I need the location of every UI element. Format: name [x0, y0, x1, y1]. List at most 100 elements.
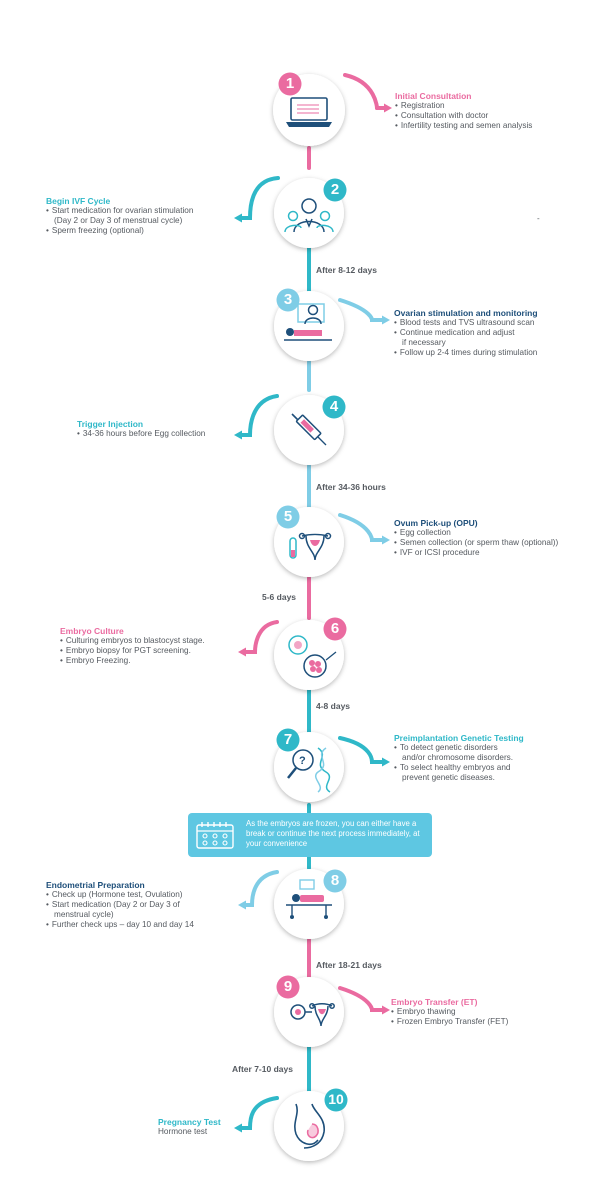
step-5-number: 5: [283, 508, 293, 525]
list-item: Registration: [395, 101, 532, 111]
frozen-embryo-note: As the embryos are frozen, you can eithe…: [188, 813, 432, 857]
step-5-circle: [274, 505, 344, 577]
step-1-circle: [273, 72, 345, 146]
arrow-icon: [384, 103, 392, 113]
step-9-circle: [274, 975, 344, 1047]
list-item: Infertility testing and semen analysis: [395, 121, 533, 131]
step-7-number: 7: [283, 731, 293, 748]
step-8-number: 8: [330, 872, 340, 889]
arrow-icon: [234, 213, 242, 223]
list-item: IVF or ICSI procedure: [394, 548, 558, 558]
step-8-title: Endometrial Preparation: [46, 880, 145, 890]
timing-label: 4-8 days: [316, 701, 351, 711]
uterus-lab-icon: [289, 532, 332, 561]
list-item: (Day 2 or Day 3 of menstrual cycle): [54, 216, 183, 225]
ultrasound-icon: [284, 303, 332, 341]
svg-text:?: ?: [299, 755, 306, 767]
arrow-icon: [382, 1005, 390, 1015]
step-8-badge: [323, 869, 347, 893]
step-1-badge: [278, 72, 302, 96]
list-item: Egg collection: [394, 528, 558, 538]
step-4-circle: [274, 395, 346, 465]
step-7-items: To detect genetic disorders and/or chrom…: [394, 743, 513, 783]
step-10-number: 10: [328, 1091, 344, 1107]
step-3-number: 3: [283, 291, 293, 308]
list-item: Start medication (Day 2 or Day 3 of: [46, 900, 194, 910]
arrow-icon: [382, 757, 390, 767]
list-item: Blood tests and TVS ultrasound scan: [394, 318, 537, 328]
syringe-icon: [291, 413, 327, 446]
step-10-circle: [274, 1088, 348, 1161]
timing-label: After 7-10 days: [232, 1064, 293, 1074]
pregnancy-icon: [294, 1103, 325, 1149]
arrow-icon: [234, 430, 242, 440]
step-3-title: Ovarian stimulation and monitoring: [394, 308, 538, 318]
list-item: Culturing embryos to blastocyst stage.: [60, 636, 205, 646]
arrow-icon: [234, 1123, 242, 1133]
timing-label: After 18-21 days: [316, 960, 382, 970]
list-item: Follow up 2-4 times during stimulation: [394, 348, 537, 358]
step-2-number: 2: [330, 181, 340, 198]
step-9-number: 9: [283, 978, 293, 995]
list-item: Semen collection (or sperm thaw (optiona…: [394, 538, 558, 548]
step-2-circle: [274, 178, 347, 248]
timing-label: After 8-12 days: [316, 265, 377, 275]
list-item: Embryo thawing: [391, 1007, 508, 1017]
step-3-circle: [274, 288, 344, 361]
step-6-title: Embryo Culture: [60, 626, 124, 636]
list-item: Further check ups – day 10 and day 14: [46, 920, 194, 930]
step-4-number: 4: [329, 398, 339, 415]
doctor-icon: [284, 198, 334, 233]
list-item: To detect genetic disorders: [394, 743, 513, 753]
step-8-items: Check up (Hormone test, Ovulation) Start…: [46, 890, 194, 930]
list-item: Consultation with doctor: [395, 111, 532, 121]
step-5-items: Egg collection Semen collection (or sper…: [394, 528, 558, 558]
step-3-items: Blood tests and TVS ultrasound scan Cont…: [394, 318, 537, 358]
embryo-icon: [288, 635, 337, 678]
step-9-items: Embryo thawing Frozen Embryo Transfer (F…: [391, 1007, 508, 1027]
list-item: menstrual cycle): [54, 910, 114, 919]
arrow-icon: [382, 315, 390, 325]
timing-label: After 34-36 hours: [316, 482, 386, 492]
step-1-number: 1: [285, 75, 295, 92]
list-item: if necessary: [402, 338, 446, 347]
step-4-title: Trigger Injection: [77, 419, 144, 429]
step-6-items: Culturing embryos to blastocyst stage. E…: [60, 636, 205, 666]
list-item: Embryo biopsy for PGT screening.: [60, 646, 205, 656]
step-1-title: Initial Consultation: [395, 91, 472, 101]
list-item: Sperm freezing (optional): [46, 226, 193, 236]
dna-magnifier-icon: ?: [287, 747, 331, 793]
list-item: Check up (Hormone test, Ovulation): [46, 890, 194, 900]
step-6-badge: [323, 617, 347, 641]
arrow-icon: [382, 535, 390, 545]
stray-mark: -: [537, 214, 540, 223]
list-item: Hormone test: [158, 1127, 208, 1136]
step-9-badge: [276, 975, 300, 999]
step-10-title: Pregnancy Test: [158, 1117, 221, 1127]
step-4-items: 34-36 hours before Egg collection: [77, 429, 205, 439]
list-item: 34-36 hours before Egg collection: [77, 429, 205, 439]
step-7-badge: [276, 728, 300, 752]
step-5-title: Ovum Pick-up (OPU): [394, 518, 478, 528]
list-item: prevent genetic diseases.: [402, 773, 495, 782]
note-text: As the embryos are frozen, you can eithe…: [246, 819, 420, 848]
arrow-icon: [238, 900, 246, 910]
step-10-items: Hormone test: [158, 1127, 207, 1137]
step-2-items: Start medication for ovarian stimulation…: [46, 206, 194, 236]
laptop-icon: [286, 97, 332, 127]
list-item: Continue medication and adjust: [394, 328, 537, 338]
step-1-items: Registration Consultation with doctor In…: [395, 101, 533, 131]
arrow-icon: [238, 647, 246, 657]
step-8-circle: [274, 869, 347, 939]
calendar-icon: [196, 822, 234, 849]
list-item: Start medication for ovarian stimulation: [46, 206, 194, 216]
step-5-badge: [276, 505, 300, 529]
step-7-title: Preimplantation Genetic Testing: [394, 733, 524, 743]
step-6-circle: [274, 617, 347, 690]
list-item: and/or chromosome disorders.: [402, 753, 514, 762]
step-6-number: 6: [330, 620, 340, 637]
list-item: To select healthy embryos and: [394, 763, 513, 773]
step-7-circle: ?: [274, 728, 344, 802]
step-10-badge: [324, 1088, 348, 1112]
